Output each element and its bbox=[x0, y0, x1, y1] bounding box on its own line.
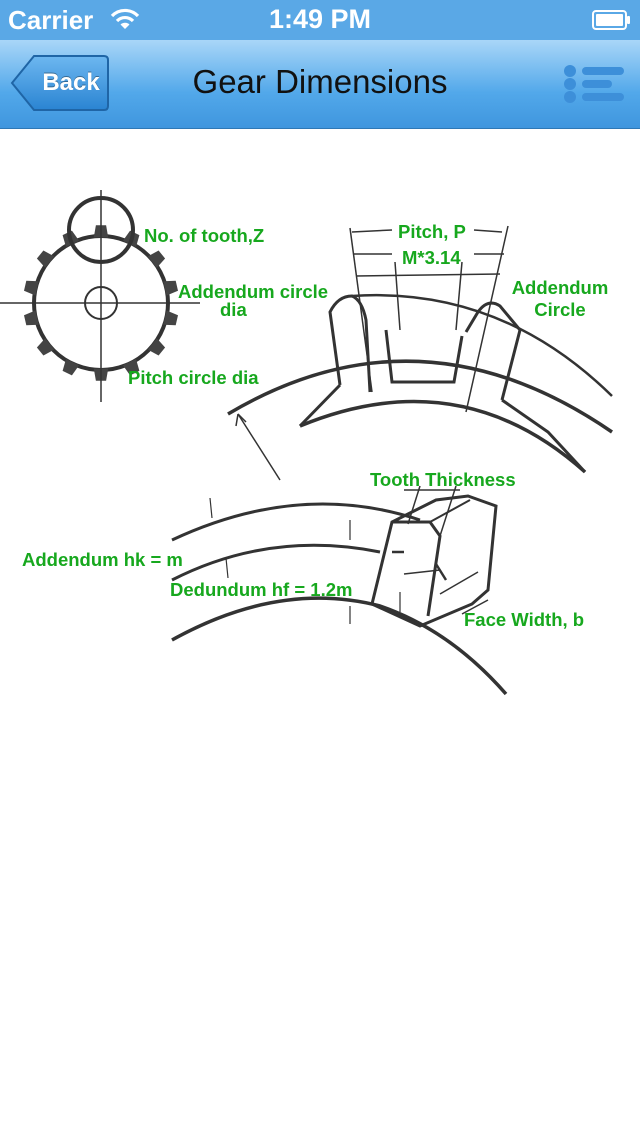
wifi-icon bbox=[110, 8, 140, 29]
label-tooth-thickness: Tooth Thickness bbox=[370, 469, 516, 490]
carrier-label: Carrier bbox=[8, 5, 94, 35]
gear-tooth bbox=[122, 359, 140, 376]
gear-tooth bbox=[62, 359, 80, 376]
navigation-bar: Back Gear Dimensions bbox=[0, 40, 640, 129]
gear-tooth bbox=[24, 310, 39, 326]
back-button[interactable]: Back bbox=[10, 54, 110, 112]
label-addendum-circle-line2: Circle bbox=[534, 299, 586, 320]
status-time: 1:49 PM bbox=[268, 4, 372, 34]
label-no-of-tooth: No. of tooth,Z bbox=[144, 225, 265, 246]
status-bar: Carrier 1:49 PM bbox=[0, 0, 640, 40]
gear-tooth bbox=[24, 280, 39, 296]
tooth-gear-section bbox=[171, 485, 508, 696]
label-dedendum-hf: Dedundum hf = 1.2m bbox=[170, 579, 353, 600]
label-pitch-formula: M*3.14 bbox=[402, 247, 461, 268]
back-label: Back bbox=[42, 69, 100, 96]
gear-tooth bbox=[147, 338, 166, 356]
pitch-gear-section bbox=[227, 225, 613, 481]
gear-diagram: No. of tooth,Z Addendum circle dia Pitch… bbox=[0, 128, 640, 748]
label-face-width: Face Width, b bbox=[464, 609, 585, 630]
label-pitch: Pitch, P bbox=[398, 221, 466, 242]
gear-diagram-drawing bbox=[0, 190, 613, 696]
gear-tooth bbox=[163, 310, 178, 326]
page-title: Gear Dimensions bbox=[192, 63, 448, 100]
gear-tooth bbox=[36, 250, 55, 268]
label-addendum-circle-dia-line1: Addendum circle bbox=[178, 281, 329, 302]
gear-tooth bbox=[163, 280, 178, 296]
gear-tooth bbox=[36, 338, 55, 356]
label-addendum-circle-line1: Addendum bbox=[511, 277, 609, 298]
list-icon[interactable] bbox=[556, 62, 628, 106]
small-gear bbox=[0, 190, 200, 402]
gear-tooth bbox=[147, 250, 166, 268]
label-pitch-circle-dia: Pitch circle dia bbox=[128, 367, 259, 388]
label-addendum-hk: Addendum hk = m bbox=[22, 549, 183, 570]
label-addendum-circle-dia-line2: dia bbox=[220, 299, 247, 320]
battery-icon bbox=[592, 10, 630, 30]
back-button-shape bbox=[10, 55, 109, 111]
